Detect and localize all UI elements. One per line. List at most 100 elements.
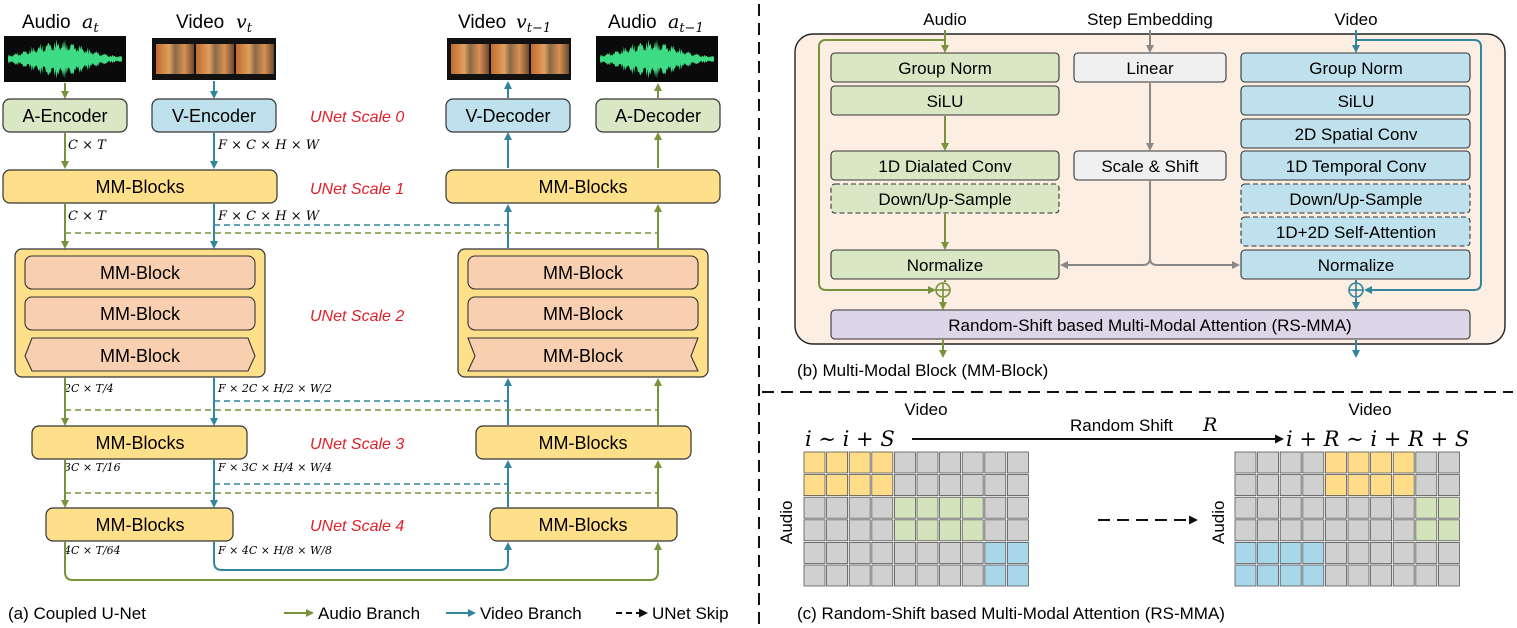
attention-cell [1325,451,1347,474]
b-linear [1073,52,1227,83]
attention-cell [1007,451,1029,474]
c-shift-symbol: R [1202,414,1217,436]
attention-cell [939,542,961,564]
dim-v4: F × 4C × H/8 × W/8 [217,544,332,557]
attention-cell [916,474,939,497]
attention-cell [1279,542,1302,564]
panel-b-caption: (b) Multi-Modal Block (MM-Block) [797,361,1048,380]
attention-cell [1302,542,1325,564]
c-video-left-label: Video [904,400,947,419]
attention-cell [871,519,894,542]
panel-a-coupled-unet: Audio at Video vt Video vt−1 Audio at−1 [2,11,729,623]
attention-cell [1007,519,1029,542]
dim-a1: C × T [68,209,107,224]
attention-cell [848,564,871,587]
b-temporal-conv [1240,150,1471,181]
attention-cell [1370,474,1392,497]
attention-cell [939,474,961,497]
attention-cell [939,496,961,519]
b-dilated-conv [830,150,1060,181]
dim-v0: F × C × H × W [217,138,321,153]
attention-cell [848,542,871,564]
mm-blocks-down-3-label: MM-Blocks [96,433,185,453]
attention-cell [803,542,826,564]
audio-output-symbol: at−1 [668,11,704,36]
mm-block-down-c-label: MM-Block [100,346,181,366]
attention-cell [1370,564,1392,587]
b-step-label: Step Embedding [1087,10,1213,29]
b-video-label: Video [1334,10,1377,29]
attention-cell [1370,519,1392,542]
attention-cell [1302,451,1325,474]
attention-cell [1392,564,1415,587]
b-audio-down-up-label: Down/Up-Sample [878,190,1011,209]
attention-cell [1415,542,1438,564]
v-encoder-box [151,98,277,133]
video-input-symbol: vt [236,11,253,36]
b-video-normalize-label: Normalize [1318,256,1395,275]
attention-cell [848,496,871,519]
attention-cell [871,542,894,564]
b-video-down-up-label: Down/Up-Sample [1289,190,1422,209]
b-self-attention-label: 1D+2D Self-Attention [1276,223,1436,242]
attention-cell [1325,474,1347,497]
b-video-down-up [1240,183,1471,214]
attention-cell [1370,496,1392,519]
attention-cell [1415,451,1438,474]
attention-cell [1257,496,1279,519]
attention-cell [1234,519,1257,542]
mm-blocks-up-1 [445,169,721,204]
mm-blocks-down-1 [2,169,278,204]
v-encoder-label: V-Encoder [172,106,256,126]
attention-cell [1257,542,1279,564]
attention-cell [1325,519,1347,542]
panel-b-mm-block: Audio Step Embedding Video Group Norm Si… [794,10,1506,380]
attention-cell [803,519,826,542]
attention-cell [1302,474,1325,497]
attention-cell [894,451,916,474]
b-self-attention [1240,216,1471,247]
dimension-labels: C × T F × C × H × W C × T F × C × H × W [68,138,321,224]
c-video-right-label: Video [1348,400,1391,419]
scale-3-label: UNet Scale 3 [310,436,404,453]
attention-cell [1234,496,1257,519]
dim-a0: C × T [68,138,107,153]
b-rsmma [830,309,1471,340]
b-audio-down-up [830,183,1060,214]
attention-cell [1302,564,1325,587]
b-temporal-conv-label: 1D Temporal Conv [1286,157,1427,176]
attention-cell [1257,474,1279,497]
scale-4-label: UNet Scale 4 [310,518,404,535]
mm-block-down-sample [24,337,256,372]
mm-block-up-b [467,296,699,331]
video-output-symbol: vt−1 [516,11,551,36]
attention-cell [871,564,894,587]
attention-cell [939,519,961,542]
attention-cell [848,519,871,542]
a-encoder-box [2,98,128,133]
dim-v2: F × 2C × H/2 × W/2 [217,382,332,395]
attention-cell [803,564,826,587]
attention-cell [961,474,984,497]
video-output-filmstrip [447,38,571,80]
audio-output-label: Audio [608,12,657,33]
mm-block-up-sample [467,337,699,372]
mm-block-down-a [24,255,256,290]
scale-1-label: UNet Scale 1 [310,181,404,198]
a-decoder-label: A-Decoder [615,106,701,126]
attention-cell [826,564,848,587]
mm-block-down-b-label: MM-Block [100,304,181,324]
b-video-group-norm-label: Group Norm [1309,59,1403,78]
attention-cell [1279,474,1302,497]
attention-cell [1234,451,1257,474]
attention-cell [1415,564,1438,587]
dim-a2: 2C × T/4 [63,382,114,395]
scale-0-label: UNet Scale 0 [310,109,404,126]
c-audio-label-right: Audio [1209,501,1228,544]
attention-cell [1438,451,1460,474]
attention-grid-before [803,451,1029,587]
panel-c-caption: (c) Random-Shift based Multi-Modal Atten… [797,604,1225,623]
b-scale-shift [1073,150,1227,181]
attention-cell [871,496,894,519]
attention-cell [1302,519,1325,542]
